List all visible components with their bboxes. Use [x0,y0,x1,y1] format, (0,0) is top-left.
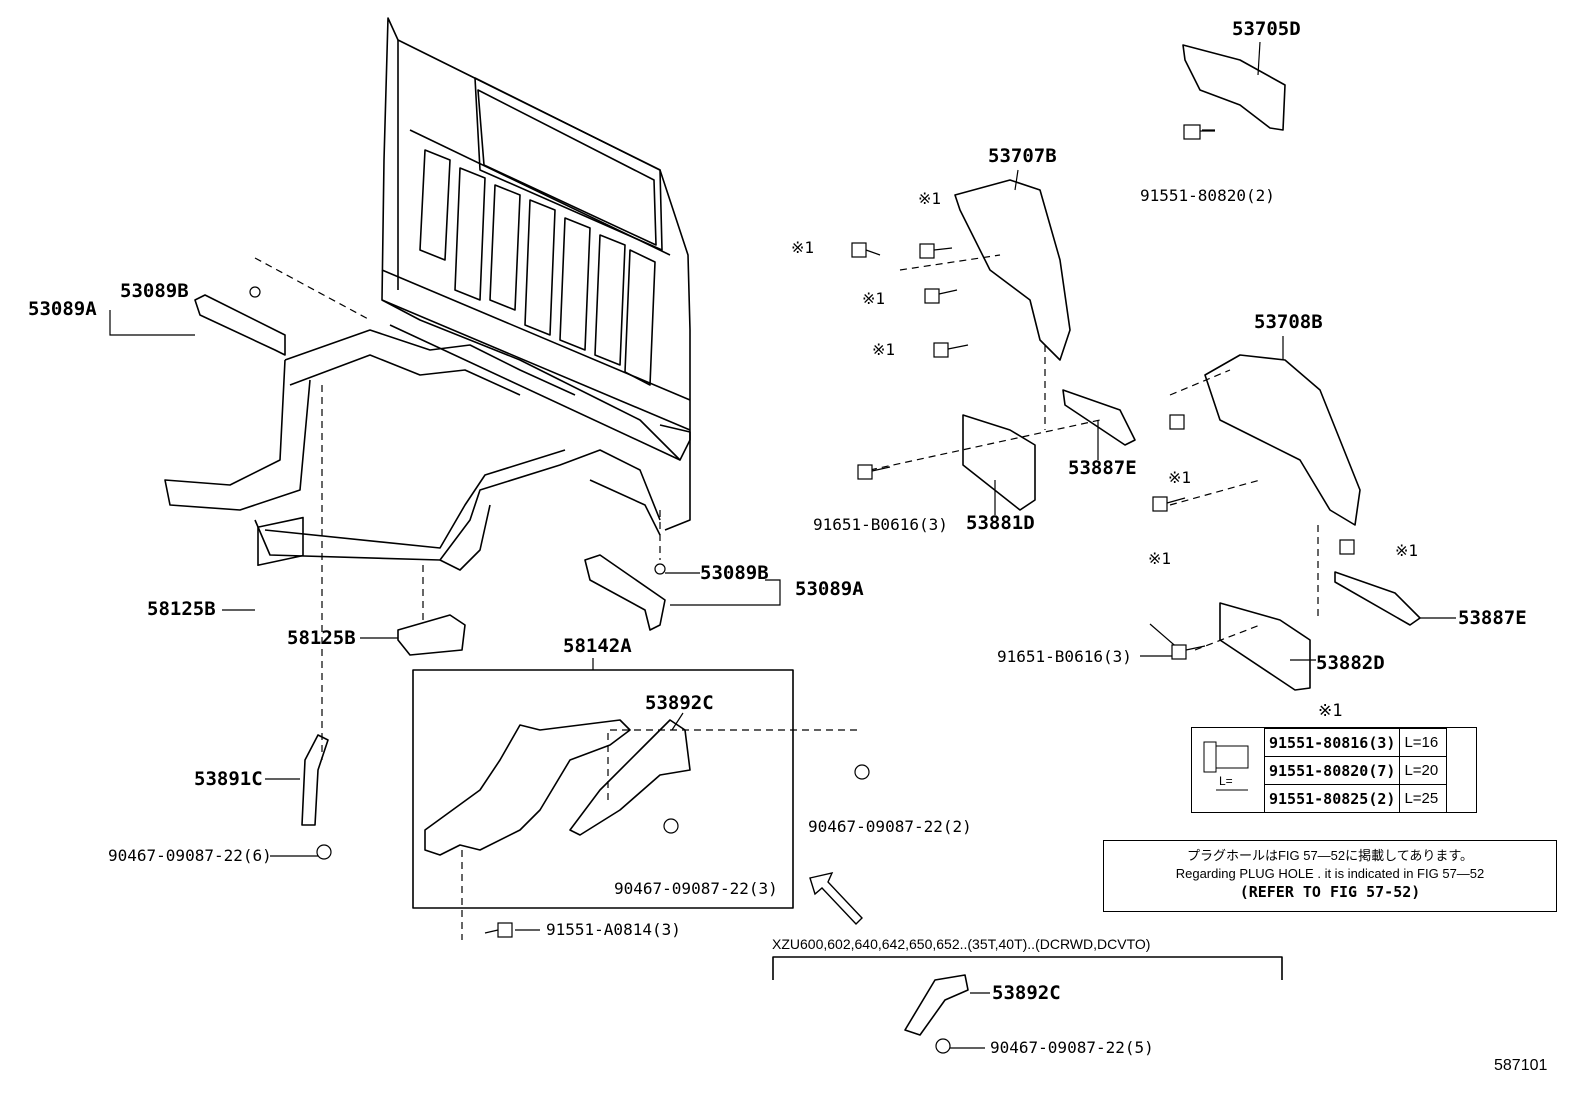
bolt-icon [851,242,881,258]
part-label-53089A: 53089A [795,578,864,600]
plug-hole-note: プラグホールはFIG 57―52に掲載してあります。 Regarding PLU… [1103,840,1557,912]
legend-table: 91551-80816(3) L=16 91551-80820(7) L=20 … [1263,728,1448,813]
part-label-90467-6: 90467-09087-22(6) [108,846,272,865]
ref-mark: ※1 [1168,468,1192,487]
rear-panel-drawing [381,17,691,531]
note-refer: (REFER TO FIG 57-52) [1239,883,1421,901]
part-label-90467-3: 90467-09087-22(3) [614,879,778,898]
clip-icon [249,286,261,298]
part-label-91551-A0814: 91551-A0814(3) [546,920,681,939]
legend-row: 91551-80825(2) L=25 [1263,784,1448,813]
ref-mark: ※1 [862,289,886,308]
legend-part: 91551-80820(7) [1263,756,1401,785]
ref-mark: ※1 [918,189,942,208]
part-label-53882D: 53882D [1316,652,1385,674]
ref-mark: ※1 [791,238,815,257]
bolt-icon [1152,496,1186,512]
block-58125B-a-drawing [257,516,304,566]
part-label-53707B: 53707B [988,145,1057,167]
part-label-53089B: 53089B [120,280,189,302]
part-label-53887E: 53887E [1458,607,1527,629]
panel-53708B-drawing [1204,354,1361,526]
ref-mark: ※1 [872,340,896,359]
part-label-90467-2: 90467-09087-22(2) [808,817,972,836]
bracket-53892C-var-drawing [904,974,969,1036]
ref-mark: ※1 [1395,541,1419,560]
note-line-en: Regarding PLUG HOLE . it is indicated in… [1175,866,1485,881]
part-label-53881D: 53881D [966,512,1035,534]
bolt-icon [1169,414,1185,430]
bolt-length-icon [1203,741,1249,791]
bolt-length-legend: L= 91551-80816(3) L=16 91551-80820(7) L=… [1191,727,1477,813]
note-line-jp: プラグホールはFIG 57―52に掲載してあります。 [1186,848,1474,863]
block-58125B-b-drawing [397,614,466,656]
part-label-53705D: 53705D [1232,18,1301,40]
bolt-icon [1171,644,1206,660]
legend-length: L=25 [1399,784,1448,813]
mudguard-53882D-drawing [1219,602,1311,691]
part-label-58125B: 58125B [147,598,216,620]
part-label-58142A: 58142A [563,635,632,657]
clip-icon [935,1038,951,1054]
kit-box-58142A [412,669,794,909]
bolt-icon [484,922,513,938]
clip-icon [654,563,666,575]
view-arrow-icon [809,872,863,926]
variant-label: XZU600,602,640,642,650,652..(35T,40T)..(… [772,936,1151,952]
panel-53707B-drawing [954,179,1071,361]
floor-frame-drawing [164,329,661,571]
bolt-icon [919,243,953,259]
strip-53887E-a-drawing [1062,389,1136,446]
part-label-53089A: 53089A [28,298,97,320]
part-label-91551-80820: 91551-80820(2) [1140,186,1275,205]
part-label-53892C: 53892C [645,692,714,714]
legend-length: L=16 [1399,728,1448,757]
ref-mark: ※1 [1148,549,1172,568]
bolt-icon [1339,539,1355,555]
length-symbol: L= [1219,774,1233,788]
bracket-53891C-drawing [301,734,329,826]
part-label-53708B: 53708B [1254,311,1323,333]
part-label-53089B: 53089B [700,562,769,584]
part-label-90467-5: 90467-09087-22(5) [990,1038,1154,1057]
legend-part: 91551-80825(2) [1263,784,1401,813]
bolt-icon [933,342,969,358]
legend-row: 91551-80816(3) L=16 [1263,728,1448,757]
part-label-91651-B0616: 91651-B0616(3) [813,515,948,534]
strip-53887E-b-drawing [1334,571,1421,626]
clip-icon [854,764,870,780]
bolt-icon [924,288,958,304]
legend-part: 91551-80816(3) [1263,728,1401,757]
legend-title: ※1 [1318,701,1343,721]
legend-row: 91551-80820(7) L=20 [1263,756,1448,785]
bolt-icon [857,464,891,480]
bracket-53089-drawing [194,294,666,631]
part-label-53887E: 53887E [1068,457,1137,479]
mudguard-53881D-drawing [962,414,1036,511]
part-label-91651-B0616: 91651-B0616(3) [997,647,1132,666]
clip-icon [663,818,679,834]
bracket-53705D-drawing [1182,44,1286,131]
legend-length: L=20 [1399,756,1448,785]
clip-icon [316,844,332,860]
part-label-53891C: 53891C [194,768,263,790]
figure-number: 587101 [1494,1057,1548,1074]
part-label-58125B: 58125B [287,627,356,649]
part-label-53892C: 53892C [992,982,1061,1004]
bolt-icon [1183,124,1215,140]
